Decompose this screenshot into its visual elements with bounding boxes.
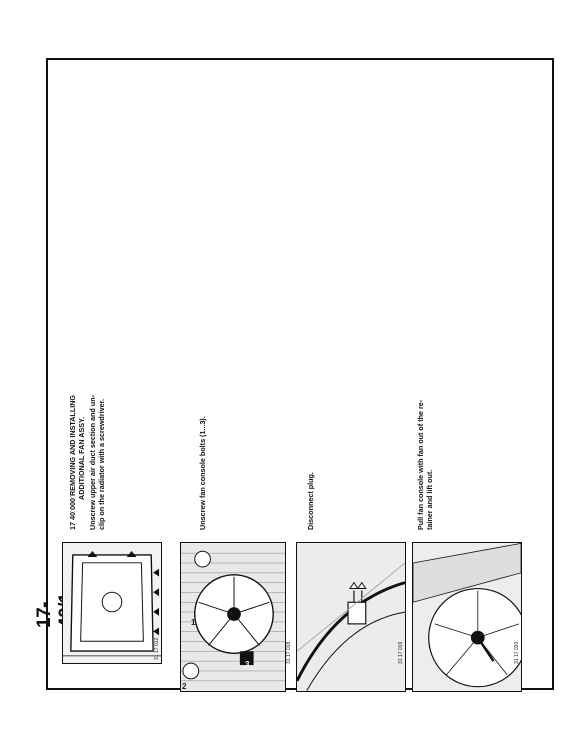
- callout-1: 1: [191, 618, 196, 627]
- step-1-text-line-1: Unscrew upper air duct section and un-: [88, 395, 97, 530]
- step-1-text-line-2: clip on the radiator with a screwdriver.: [97, 398, 106, 530]
- plug-illustration: [297, 543, 405, 691]
- step-2-photo-caption: 31 17 018: [286, 641, 292, 664]
- step-3-photo: [296, 542, 406, 692]
- step-1-photo-caption: 31 17 012: [154, 637, 160, 660]
- step-2-photo: [180, 542, 286, 692]
- step-3-photo-caption: 31 17 019: [398, 641, 404, 664]
- step-2-text: Unscrew fan console bolts (1...3).: [198, 416, 207, 530]
- step-4-photo: [412, 542, 522, 692]
- callout-2: 2: [182, 682, 187, 691]
- step-4-photo-caption: 31 17 020: [514, 641, 520, 664]
- air-duct-illustration: [63, 543, 161, 663]
- page-number: 17-40/1: [34, 593, 77, 628]
- step-1-photo: [62, 542, 162, 664]
- callout-3: 3: [245, 660, 250, 669]
- section-heading-line-2: ADDITIONAL FAN ASSY.: [77, 416, 86, 500]
- step-4-text-line-1: Pull fan console with fan out of the re-: [416, 399, 425, 530]
- section-heading-line-1: 17 40 000 REMOVING AND INSTALLING: [68, 395, 77, 530]
- step-3-text: Disconnect plug.: [306, 472, 315, 530]
- fan-console-illustration: [181, 543, 285, 691]
- step-4-text-line-2: tainer and lift out.: [425, 469, 434, 530]
- fan-removal-illustration: [413, 543, 521, 691]
